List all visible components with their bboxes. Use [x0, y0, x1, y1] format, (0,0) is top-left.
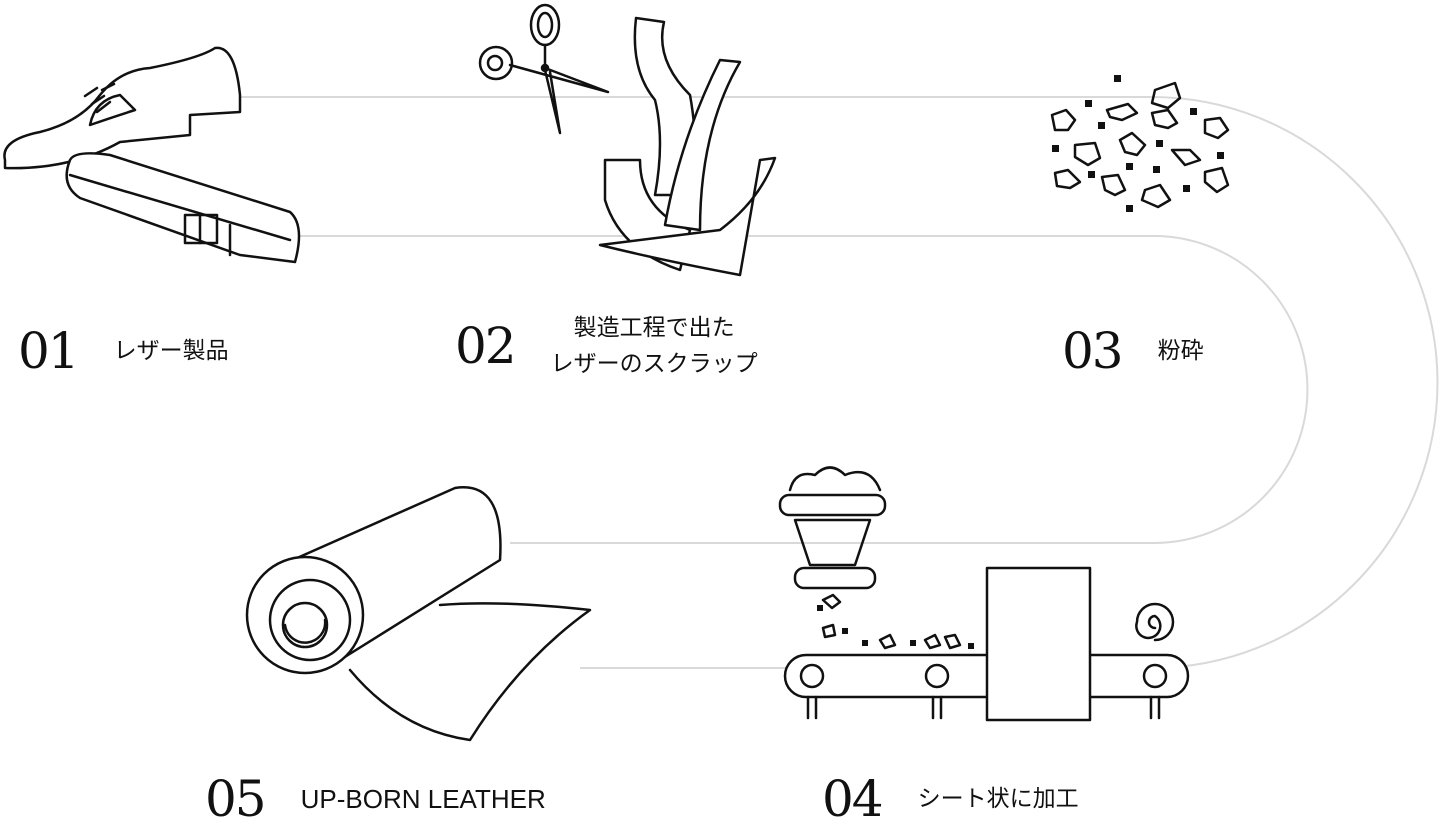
step-number: 02	[455, 317, 517, 375]
step-04: 04 シート状に加工	[822, 770, 1079, 828]
conveyor-machine-icon	[778, 466, 1190, 722]
step-01: 01 レザー製品	[18, 322, 229, 380]
leather-roll-icon	[245, 486, 592, 742]
step-05: 05 UP-BORN LEATHER	[205, 770, 546, 828]
crushed-pieces-icon	[1050, 75, 1230, 212]
step-label: シート状に加工	[917, 786, 1079, 812]
step-label-line2: レザーのスクラップ	[550, 351, 758, 377]
step-label: UP-BORN LEATHER	[300, 784, 546, 814]
step-number: 03	[1062, 322, 1124, 380]
step-number: 04	[822, 770, 884, 828]
scissors-scrap-icon	[478, 3, 777, 277]
step-label: 粉砕	[1157, 338, 1204, 364]
shoe-belt-icon	[3, 46, 301, 264]
step-label-line1: 製造工程で出た	[573, 315, 735, 341]
step-02: 02 製造工程で出た レザーのスクラップ	[455, 310, 758, 382]
track-outer	[240, 96, 1439, 669]
step-03: 03 粉砕	[1062, 322, 1204, 380]
step-number: 05	[205, 770, 267, 828]
track-inner	[300, 235, 1309, 544]
step-number: 01	[18, 322, 80, 380]
step-label: レザー製品	[113, 338, 229, 364]
